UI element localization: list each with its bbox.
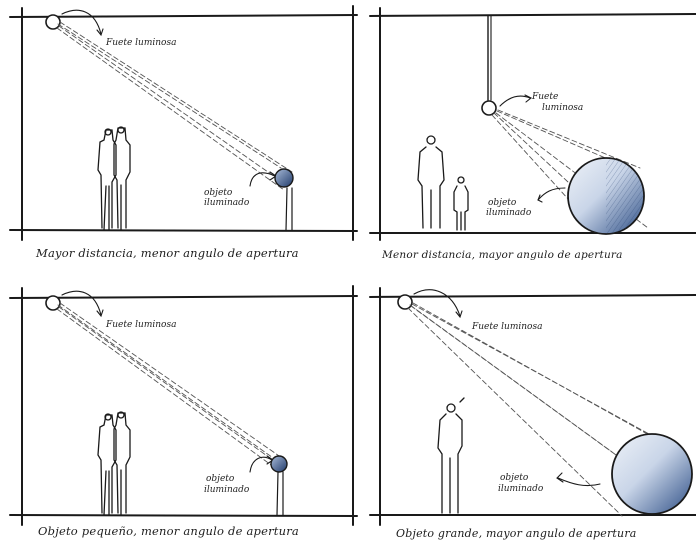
- light-source-icon: [398, 295, 412, 309]
- pointer-arrow: [250, 457, 272, 472]
- object-label-line-1: objeto: [500, 473, 528, 483]
- object-label-line-1: objeto: [488, 198, 516, 208]
- panel-top-right: Fuete luminosa objeto iluminado Menor di…: [360, 0, 696, 280]
- panel-bottom-left-drawing: [0, 280, 360, 553]
- light-source-label: Fuete luminosa: [106, 38, 176, 48]
- object-label-line-1: objeto: [204, 188, 232, 198]
- light-source-icon: [46, 15, 60, 29]
- floor-line: [10, 230, 357, 231]
- person-figures: [418, 136, 468, 230]
- pointer-arrow: [558, 478, 600, 486]
- object-label-line-2: iluminado: [204, 198, 249, 208]
- pointer-arrow: [500, 96, 530, 106]
- pointer-arrow: [62, 291, 101, 315]
- ceiling-line: [370, 14, 696, 16]
- panel-bottom-right: Fuete luminosa objeto iluminado Objeto g…: [360, 280, 696, 553]
- panel-caption: Objeto grande, mayor angulo de apertura: [396, 527, 637, 540]
- object-label-line-2: iluminado: [498, 484, 543, 494]
- person-figures: [438, 398, 464, 513]
- panel-top-right-drawing: [360, 0, 696, 280]
- object-label-line-1: objeto: [206, 474, 234, 484]
- pointer-arrow: [414, 290, 460, 316]
- person-figures: [98, 127, 130, 230]
- panel-top-left-drawing: [0, 0, 360, 280]
- ceiling-line: [10, 296, 357, 298]
- panel-bottom-right-drawing: [360, 280, 696, 553]
- light-source-icon: [46, 296, 60, 310]
- ceiling-line: [370, 295, 696, 297]
- panel-caption: Menor distancia, mayor angulo de apertur…: [382, 249, 623, 261]
- floor-line: [10, 515, 357, 516]
- light-source-label-line-1: Fuete: [532, 92, 558, 102]
- panel-bottom-left: Fuete luminosa objeto iluminado Objeto p…: [0, 280, 360, 553]
- light-source-label-line-2: luminosa: [542, 103, 583, 113]
- panel-caption: Objeto pequeño, menor angulo de apertura: [38, 524, 299, 538]
- ceiling-line: [10, 15, 357, 17]
- illuminated-object: [275, 169, 293, 187]
- object-label-line-2: iluminado: [486, 208, 531, 218]
- pointer-arrow: [538, 188, 565, 200]
- illuminated-object: [612, 434, 692, 514]
- object-label-line-2: iluminado: [204, 485, 249, 495]
- light-source-label: Fuete luminosa: [472, 322, 542, 332]
- light-source-label: Fuete luminosa: [106, 320, 176, 330]
- illuminated-object: [271, 456, 287, 472]
- panel-caption: Mayor distancia, menor angulo de apertur…: [36, 246, 299, 260]
- person-figures: [98, 412, 130, 515]
- panel-top-left: Fuete luminosa objeto iluminado Mayor di…: [0, 0, 360, 280]
